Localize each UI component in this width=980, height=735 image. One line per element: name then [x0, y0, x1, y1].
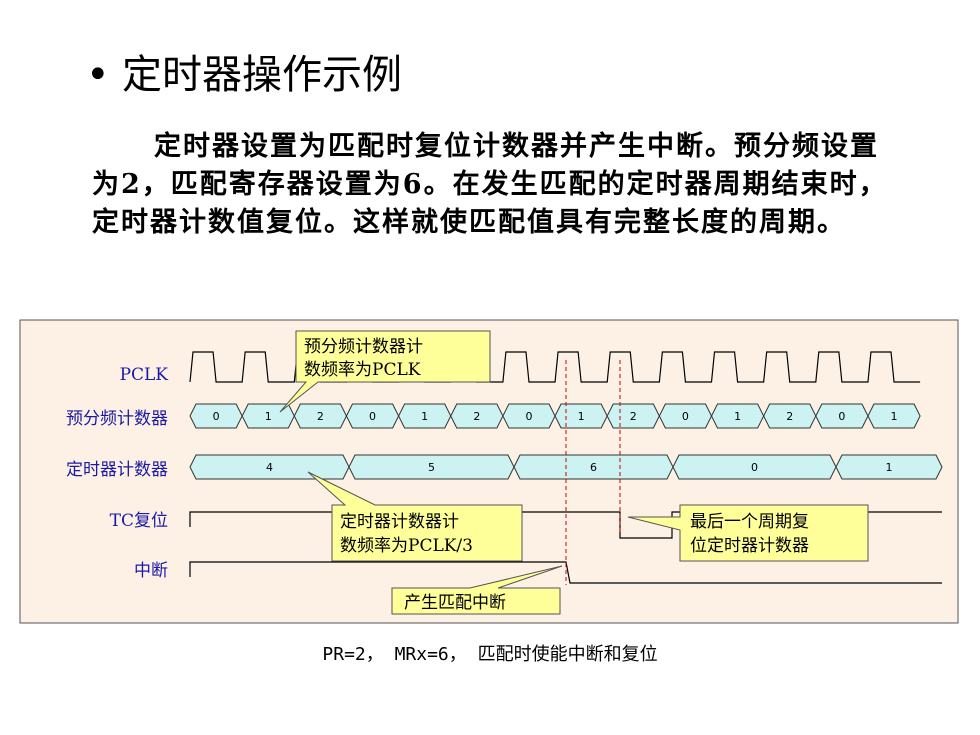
callout-timer-rate — [307, 471, 523, 562]
callout-match-interrupt-text: 产生匹配中断 — [404, 593, 506, 613]
label-interrupt: 中断 — [134, 561, 168, 581]
title-text: 定时器操作示例 — [122, 52, 402, 98]
prescale-counter-value: 1 — [891, 410, 898, 423]
callout-last-cycle-line2: 位定时器计数器 — [690, 536, 809, 556]
callout-match-interrupt — [391, 565, 563, 615]
prescale-counter-value: 1 — [421, 410, 428, 423]
prescale-counter-value: 2 — [630, 410, 637, 423]
callout-prescale-rate-line1: 预分频计数器计 — [304, 337, 423, 357]
callout-timer-rate-line1: 定时器计数器计 — [340, 512, 459, 532]
bullet-dot: • — [86, 52, 110, 98]
prescale-counter-cell — [867, 403, 921, 429]
description-paragraph: 定时器设置为匹配时复位计数器并产生中断。预分频设置为2，匹配寄存器设置为6。在发… — [92, 128, 892, 242]
prescale-counter-value: 0 — [369, 410, 376, 423]
diagram-caption: PR=2， MRx=6， 匹配时使能中断和复位 — [322, 644, 658, 665]
tc-reset-waveform — [189, 511, 942, 539]
callout-last-cycle — [627, 504, 869, 562]
timer-counter-value: 6 — [590, 461, 597, 474]
timer-counter-value: 1 — [886, 461, 893, 474]
prescale-counter-value: 1 — [265, 410, 272, 423]
label-timer-counter: 定时器计数器 — [66, 460, 168, 480]
callout-last-cycle-line1: 最后一个周期复 — [690, 512, 809, 532]
prescale-counter-value: 0 — [838, 410, 845, 423]
timer-counter-value: 5 — [428, 461, 435, 474]
timer-counter-value: 0 — [751, 461, 758, 474]
callout-prescale-rate-line2: 数频率为PCLK — [304, 360, 421, 380]
timer-counter-value: 4 — [266, 461, 273, 474]
callout-prescale-rate — [279, 330, 491, 413]
prescale-counter-value: 0 — [525, 410, 532, 423]
prescale-counter-value: 0 — [682, 410, 689, 423]
prescale-counter-value: 2 — [317, 410, 324, 423]
label-prescale-counter: 预分频计数器 — [66, 409, 168, 429]
interrupt-waveform — [189, 561, 942, 584]
label-pclk: PCLK — [120, 365, 169, 385]
prescale-counter-value: 2 — [786, 410, 793, 423]
timer-counter-bus: 4 5 6 0 1 — [189, 454, 943, 480]
slide-title: • 定时器操作示例 — [86, 48, 402, 102]
prescale-counter-value: 1 — [578, 410, 585, 423]
description-text: 定时器设置为匹配时复位计数器并产生中断。预分频设置为2，匹配寄存器设置为6。在发… — [92, 131, 888, 238]
prescale-counter-value: 2 — [473, 410, 480, 423]
callout-timer-rate-line2: 数频率为PCLK/3 — [340, 536, 473, 556]
label-tc-reset: TC复位 — [110, 511, 168, 531]
prescale-counter-value: 0 — [213, 410, 220, 423]
prescale-counter-value: 1 — [734, 410, 741, 423]
timer-counter-cell — [835, 454, 943, 480]
